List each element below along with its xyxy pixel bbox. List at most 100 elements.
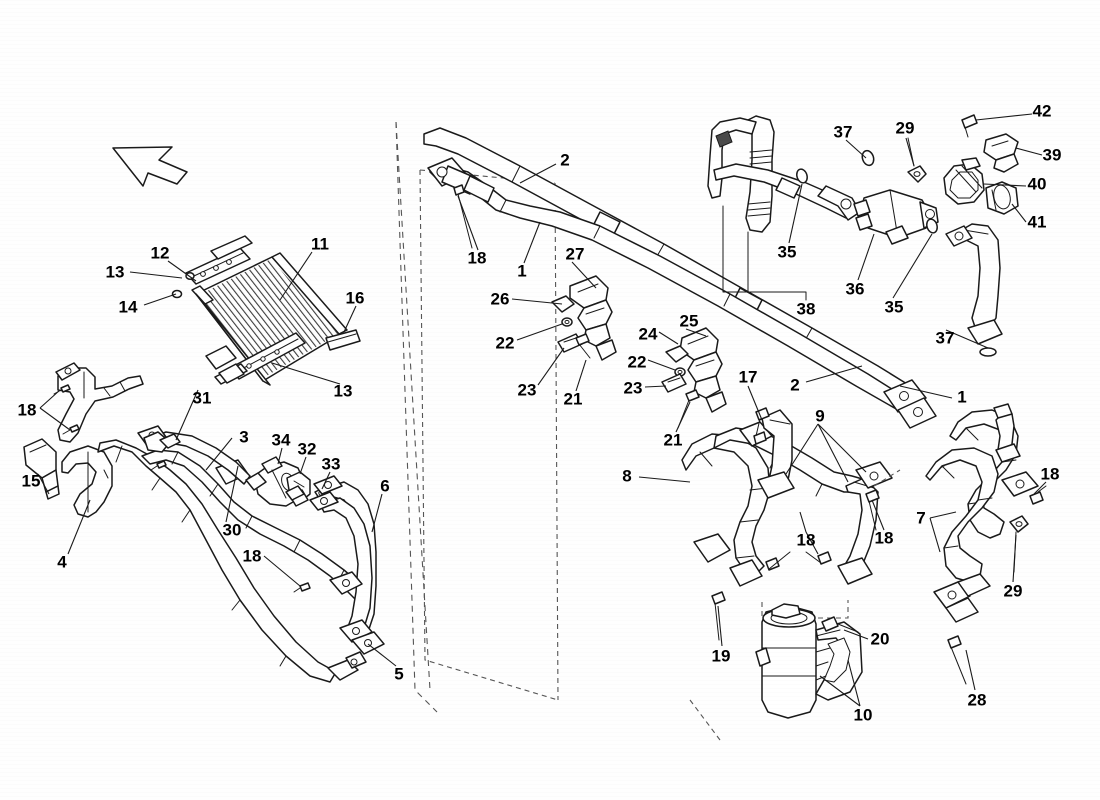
callout-number-42: 42 <box>1032 101 1052 121</box>
callout-number-39: 39 <box>1042 145 1062 165</box>
section-boundary-outer <box>395 121 438 713</box>
line-1-connector <box>427 157 495 249</box>
clamp-32 <box>285 471 311 507</box>
receiver-drier-10 <box>755 603 863 719</box>
pad-23-right <box>661 373 687 393</box>
callout-number-16: 16 <box>345 288 365 308</box>
section-boundary-lower-right <box>689 699 721 741</box>
condenser-mount-bush <box>171 272 195 299</box>
callout-number-19: 19 <box>711 646 731 666</box>
callout-number-26: 26 <box>490 289 510 309</box>
callout-number-6: 6 <box>380 476 390 496</box>
callout-number-7: 7 <box>916 508 926 528</box>
clamp-40 <box>943 157 985 205</box>
callout-number-18: 18 <box>242 546 262 566</box>
callout-number-23: 23 <box>623 378 643 398</box>
callout-number-28: 28 <box>967 690 987 710</box>
callout-number-1: 1 <box>517 261 527 281</box>
callout-number-23: 23 <box>517 380 537 400</box>
pipe-3-assembly <box>137 425 369 605</box>
callout-number-8: 8 <box>622 466 632 486</box>
callout-number-12: 12 <box>150 243 170 263</box>
callout-number-18: 18 <box>467 248 487 268</box>
callout-number-11: 11 <box>311 234 329 254</box>
callout-number-13: 13 <box>105 262 125 282</box>
callout-number-4: 4 <box>57 552 67 572</box>
pipe-6-lower-fittings <box>339 619 385 655</box>
callout-number-34: 34 <box>271 430 291 450</box>
nut-29-top <box>907 137 927 183</box>
callout-number-22: 22 <box>627 352 647 372</box>
washer-22-left <box>561 317 573 327</box>
pipe-6-assembly <box>309 475 385 655</box>
callout-number-18: 18 <box>17 400 37 420</box>
callout-number-35: 35 <box>884 297 904 317</box>
callout-number-10: 10 <box>853 705 873 725</box>
callout-number-15: 15 <box>21 471 41 491</box>
screw-21-right <box>677 389 700 429</box>
hose-group-7 <box>925 403 1047 685</box>
sleeve-41 <box>985 181 1019 215</box>
callout-number-18: 18 <box>796 530 816 550</box>
callout-number-17: 17 <box>738 367 758 387</box>
callout-number-13: 13 <box>333 381 353 401</box>
bracket-cluster-25 <box>665 327 727 413</box>
condenser-assembly <box>171 235 361 386</box>
screw-19 <box>711 591 726 641</box>
callout-number-18: 18 <box>874 528 894 548</box>
callout-number-24: 24 <box>638 324 658 344</box>
callout-number-41: 41 <box>1027 212 1047 232</box>
pipe-3-end-fitting <box>329 571 363 595</box>
valve-line-assembly <box>707 114 1019 357</box>
callout-number-27: 27 <box>565 244 585 264</box>
callout-number-2: 2 <box>790 375 800 395</box>
nut-29-right <box>1009 515 1029 573</box>
callout-number-9: 9 <box>815 406 825 426</box>
condenser-pad-16 <box>325 329 361 351</box>
screw-17 <box>753 407 770 445</box>
screw-18-group-center <box>765 489 880 571</box>
callout-number-31: 31 <box>192 388 212 408</box>
callout-number-21: 21 <box>663 430 683 450</box>
callout-number-36: 36 <box>845 279 865 299</box>
condenser-upper-bracket <box>185 235 253 285</box>
callout-number-29: 29 <box>1003 581 1023 601</box>
callout-number-35: 35 <box>777 242 797 262</box>
callout-number-20: 20 <box>870 629 890 649</box>
pressure-switch-15 <box>23 438 60 500</box>
hose-7-fitting-18 <box>1001 471 1047 505</box>
main-line-1 <box>427 157 937 429</box>
callout-number-40: 40 <box>1027 174 1047 194</box>
screw-21-left <box>575 333 591 359</box>
bracket-cluster-27 <box>551 275 617 361</box>
line-1-end-fitting <box>883 379 937 429</box>
callout-number-37: 37 <box>935 328 955 348</box>
callout-number-29: 29 <box>895 118 915 138</box>
hose-group-8-9 <box>681 407 957 641</box>
screw-42 <box>961 114 978 138</box>
hose-group-left <box>23 362 367 683</box>
pipe-6-upper-fittings <box>309 475 343 511</box>
pipe-bracket-31 <box>143 431 181 453</box>
hose-4-end-fitting <box>327 651 367 681</box>
callout-number-14: 14 <box>118 297 138 317</box>
callout-number-30: 30 <box>222 520 242 540</box>
screw-20 <box>821 616 859 633</box>
callout-number-21: 21 <box>563 389 583 409</box>
screw-28 <box>947 635 967 685</box>
callout-number-38: 38 <box>796 299 816 319</box>
callout-number-5: 5 <box>394 664 404 684</box>
callout-number-37: 37 <box>833 122 853 142</box>
callout-number-25: 25 <box>679 311 699 331</box>
screw-18-mid <box>293 582 311 593</box>
callout-number-18: 18 <box>1040 464 1060 484</box>
bracket-39 <box>983 133 1019 173</box>
leader-lines <box>37 113 1047 707</box>
callout-number-22: 22 <box>495 333 515 353</box>
section-boundary-inner <box>419 169 559 701</box>
callout-number-32: 32 <box>297 439 317 459</box>
callout-number-1: 1 <box>957 387 967 407</box>
callout-number-2: 2 <box>560 150 570 170</box>
